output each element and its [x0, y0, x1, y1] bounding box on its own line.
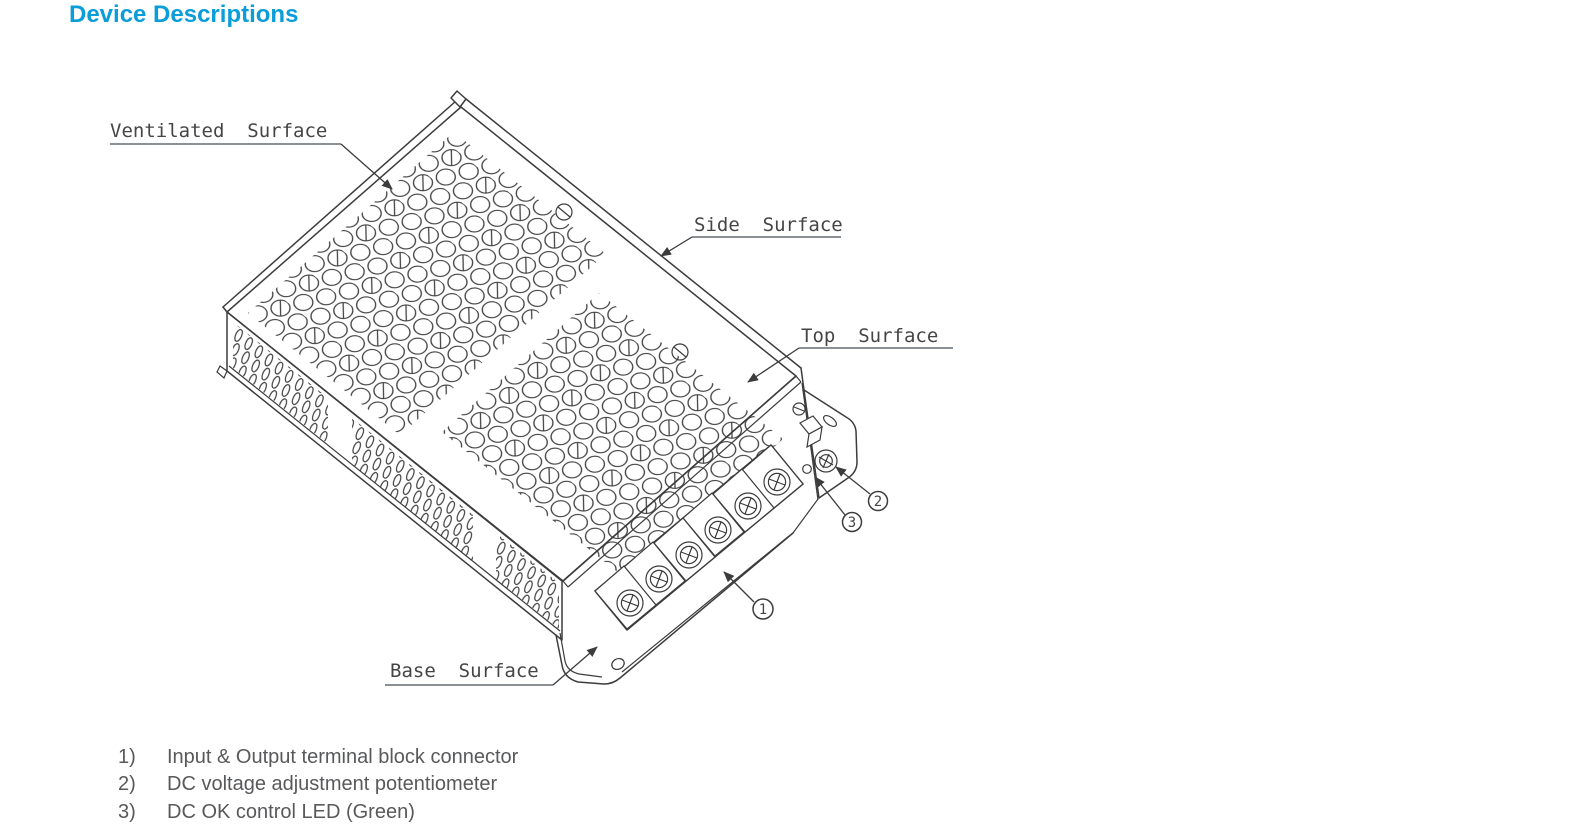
legend-item-number: 3): [118, 800, 136, 823]
mounting-foot: [216, 365, 228, 379]
callout-number: 3: [848, 515, 856, 531]
callout-circle: [841, 511, 863, 533]
top-mounting-tab: [450, 90, 467, 108]
legend-item-number: 2): [118, 773, 136, 796]
panel-screw: [792, 402, 806, 416]
legend-item-text: Input & Output terminal block connector: [167, 746, 519, 768]
label-side-surface: Side Surface: [660, 214, 843, 257]
cover-screw: [671, 343, 689, 361]
component-bracket: [799, 415, 823, 449]
label-ventilated-surface: Ventilated Surface: [110, 120, 393, 190]
flange-slot-hole: [822, 414, 838, 428]
side-surface-label: Side Surface: [694, 214, 843, 236]
mounting-flange-base: [555, 498, 819, 685]
flange-hole: [611, 657, 625, 671]
callout-3: 3: [814, 476, 863, 533]
callout-circle: [752, 598, 774, 620]
leader-line: [814, 476, 846, 516]
leader-line: [340, 143, 393, 190]
leader-line: [835, 466, 871, 495]
legend-item-3: 3) DC OK control LED (Green): [118, 799, 518, 826]
ventilated-surface-slots: [233, 322, 559, 629]
callout-circle: [867, 490, 889, 512]
cover-screw: [555, 203, 573, 221]
legend: 1) Input & Output terminal block connect…: [118, 744, 518, 826]
callout-2: 2: [835, 466, 889, 512]
end-panel: [792, 402, 838, 474]
leader-line: [660, 236, 693, 257]
ventilated-surface-label: Ventilated Surface: [110, 120, 327, 142]
base-surface-label: Base Surface: [390, 660, 539, 682]
leader-line: [552, 646, 598, 686]
legend-item-text: DC voltage adjustment potentiometer: [167, 773, 498, 796]
label-base-surface: Base Surface: [385, 646, 598, 686]
leader-line: [723, 571, 755, 603]
callout-1: 1: [723, 571, 774, 620]
top-surface-label: Top Surface: [801, 325, 938, 347]
legend-item-number: 1): [118, 746, 136, 768]
terminal-block: [594, 444, 804, 631]
legend-item-1: 1) Input & Output terminal block connect…: [118, 744, 518, 771]
legend-item-2: 2) DC voltage adjustment potentiometer: [118, 771, 518, 798]
potentiometer: [814, 449, 838, 473]
label-top-surface: Top Surface: [747, 325, 953, 383]
callout-number: 1: [759, 602, 767, 618]
leader-line: [747, 347, 800, 383]
led-indicator: [802, 464, 812, 474]
legend-item-text: DC OK control LED (Green): [167, 800, 415, 823]
callout-number: 2: [874, 494, 882, 510]
page-title: Device Descriptions: [69, 1, 299, 28]
